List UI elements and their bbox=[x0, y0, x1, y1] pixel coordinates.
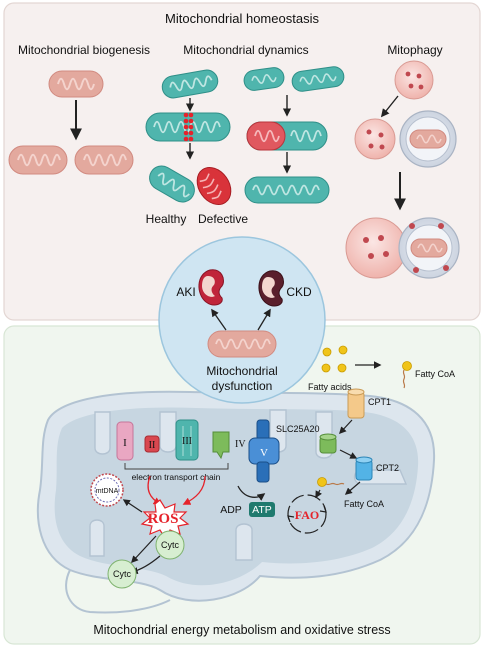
autolysosome bbox=[345, 217, 460, 279]
fission-mito-top bbox=[161, 69, 219, 99]
aki-kidney-icon bbox=[198, 269, 224, 306]
atp-badge: ATP bbox=[249, 502, 275, 517]
atp-label: ATP bbox=[252, 504, 272, 516]
fao-cycle: FAO bbox=[287, 494, 327, 534]
defective-mito bbox=[196, 166, 232, 206]
biogenesis-mito-parent bbox=[48, 70, 104, 98]
etc-bracket bbox=[124, 463, 229, 470]
fatty-coa-bottom: Fatty CoA bbox=[317, 477, 384, 509]
mtdna: mtDNA bbox=[90, 473, 124, 507]
cpt2: CPT2 bbox=[355, 456, 399, 481]
cpt1-label: CPT1 bbox=[368, 397, 391, 407]
cytc-1-label: Cytc bbox=[161, 540, 180, 550]
biogenesis-mito-daughter-1 bbox=[8, 145, 68, 175]
lysosome-small bbox=[394, 60, 434, 100]
dynamics-section: Mitochondrial dynamics bbox=[145, 43, 345, 226]
dysfunction-mito bbox=[207, 330, 277, 358]
metabolism-title: Mitochondrial energy metabolism and oxid… bbox=[93, 623, 390, 637]
complex-i-label: I bbox=[123, 437, 127, 449]
complex-ii-label: II bbox=[149, 440, 156, 451]
complex-v-atp-synthase: V bbox=[248, 419, 280, 483]
slc25a20: SLC25A20 bbox=[276, 424, 337, 454]
complex-i: I bbox=[116, 421, 134, 461]
fusion-mito-right bbox=[291, 66, 345, 92]
dysfunction-label-line1: Mitochondrial bbox=[206, 364, 277, 378]
fatty-coa-top: Fatty CoA bbox=[402, 361, 455, 389]
cytc-2: Cytc bbox=[107, 559, 137, 589]
cytc-2-label: Cytc bbox=[113, 569, 132, 579]
atp-cycle: ADP ATP bbox=[220, 485, 275, 517]
complex-ii: II bbox=[144, 435, 160, 453]
metabolism-panel: Mitochondrial energy metabolism and oxid… bbox=[3, 325, 481, 645]
autophagosome bbox=[399, 110, 457, 168]
cpt1: CPT1 bbox=[347, 388, 391, 419]
complex-iv: IV bbox=[212, 431, 246, 460]
fatty-acid-transport: Fatty acids Fatty CoA CPT1 SLC25A20 bbox=[276, 345, 455, 509]
drp1-ring-icon bbox=[183, 112, 194, 142]
ckd-kidney-icon bbox=[258, 270, 284, 307]
healthy-label: Healthy bbox=[146, 212, 187, 226]
complex-v-label: V bbox=[260, 447, 268, 459]
complex-iii: III bbox=[175, 419, 199, 461]
defective-label: Defective bbox=[198, 212, 248, 226]
complex-iii-label: III bbox=[182, 436, 192, 447]
fusion-mito-left bbox=[243, 67, 285, 91]
fusion-mito-fused bbox=[244, 176, 330, 204]
fao-label: FAO bbox=[295, 508, 319, 522]
mitophagy-section: Mitophagy bbox=[345, 43, 460, 279]
fusion-mito-merging bbox=[246, 121, 328, 151]
ros: ROS bbox=[122, 499, 190, 564]
fission-mito-dividing bbox=[145, 112, 231, 142]
ros-label: ROS bbox=[148, 511, 179, 527]
mtdna-label: mtDNA bbox=[96, 488, 119, 495]
lysosome-mid bbox=[354, 118, 396, 160]
complex-iv-label: IV bbox=[235, 439, 246, 450]
fatty-acid-molecules bbox=[321, 345, 348, 373]
etc-complexes: I II III IV V electr bbox=[116, 419, 280, 505]
fatty-acids-label: Fatty acids bbox=[308, 382, 352, 392]
biogenesis-label: Mitochondrial biogenesis bbox=[18, 43, 150, 57]
ckd-label: CKD bbox=[286, 285, 312, 299]
fatty-coa-top-label: Fatty CoA bbox=[415, 369, 455, 379]
slc25a20-label: SLC25A20 bbox=[276, 424, 320, 434]
adp-label: ADP bbox=[220, 504, 242, 516]
etc-label: electron transport chain bbox=[132, 472, 221, 482]
cytc-1: Cytc bbox=[155, 530, 185, 560]
aki-label: AKI bbox=[176, 285, 195, 299]
dynamics-label: Mitochondrial dynamics bbox=[183, 43, 308, 57]
mitophagy-label: Mitophagy bbox=[387, 43, 442, 57]
healthy-mito bbox=[149, 165, 195, 203]
biogenesis-mito-daughter-2 bbox=[74, 145, 134, 175]
dysfunction-circle: AKI CKD Mitochondrial dysfunction bbox=[158, 236, 326, 404]
dysfunction-label-line2: dysfunction bbox=[212, 379, 273, 393]
mitophagy-arrow-1 bbox=[380, 95, 399, 118]
homeostasis-panel: Mitochondrial homeostasis Mitochondrial … bbox=[3, 2, 481, 321]
cpt2-label: CPT2 bbox=[376, 463, 399, 473]
homeostasis-title: Mitochondrial homeostasis bbox=[165, 11, 319, 26]
biogenesis-section: Mitochondrial biogenesis bbox=[8, 43, 150, 175]
fatty-coa-bottom-label: Fatty CoA bbox=[344, 499, 384, 509]
